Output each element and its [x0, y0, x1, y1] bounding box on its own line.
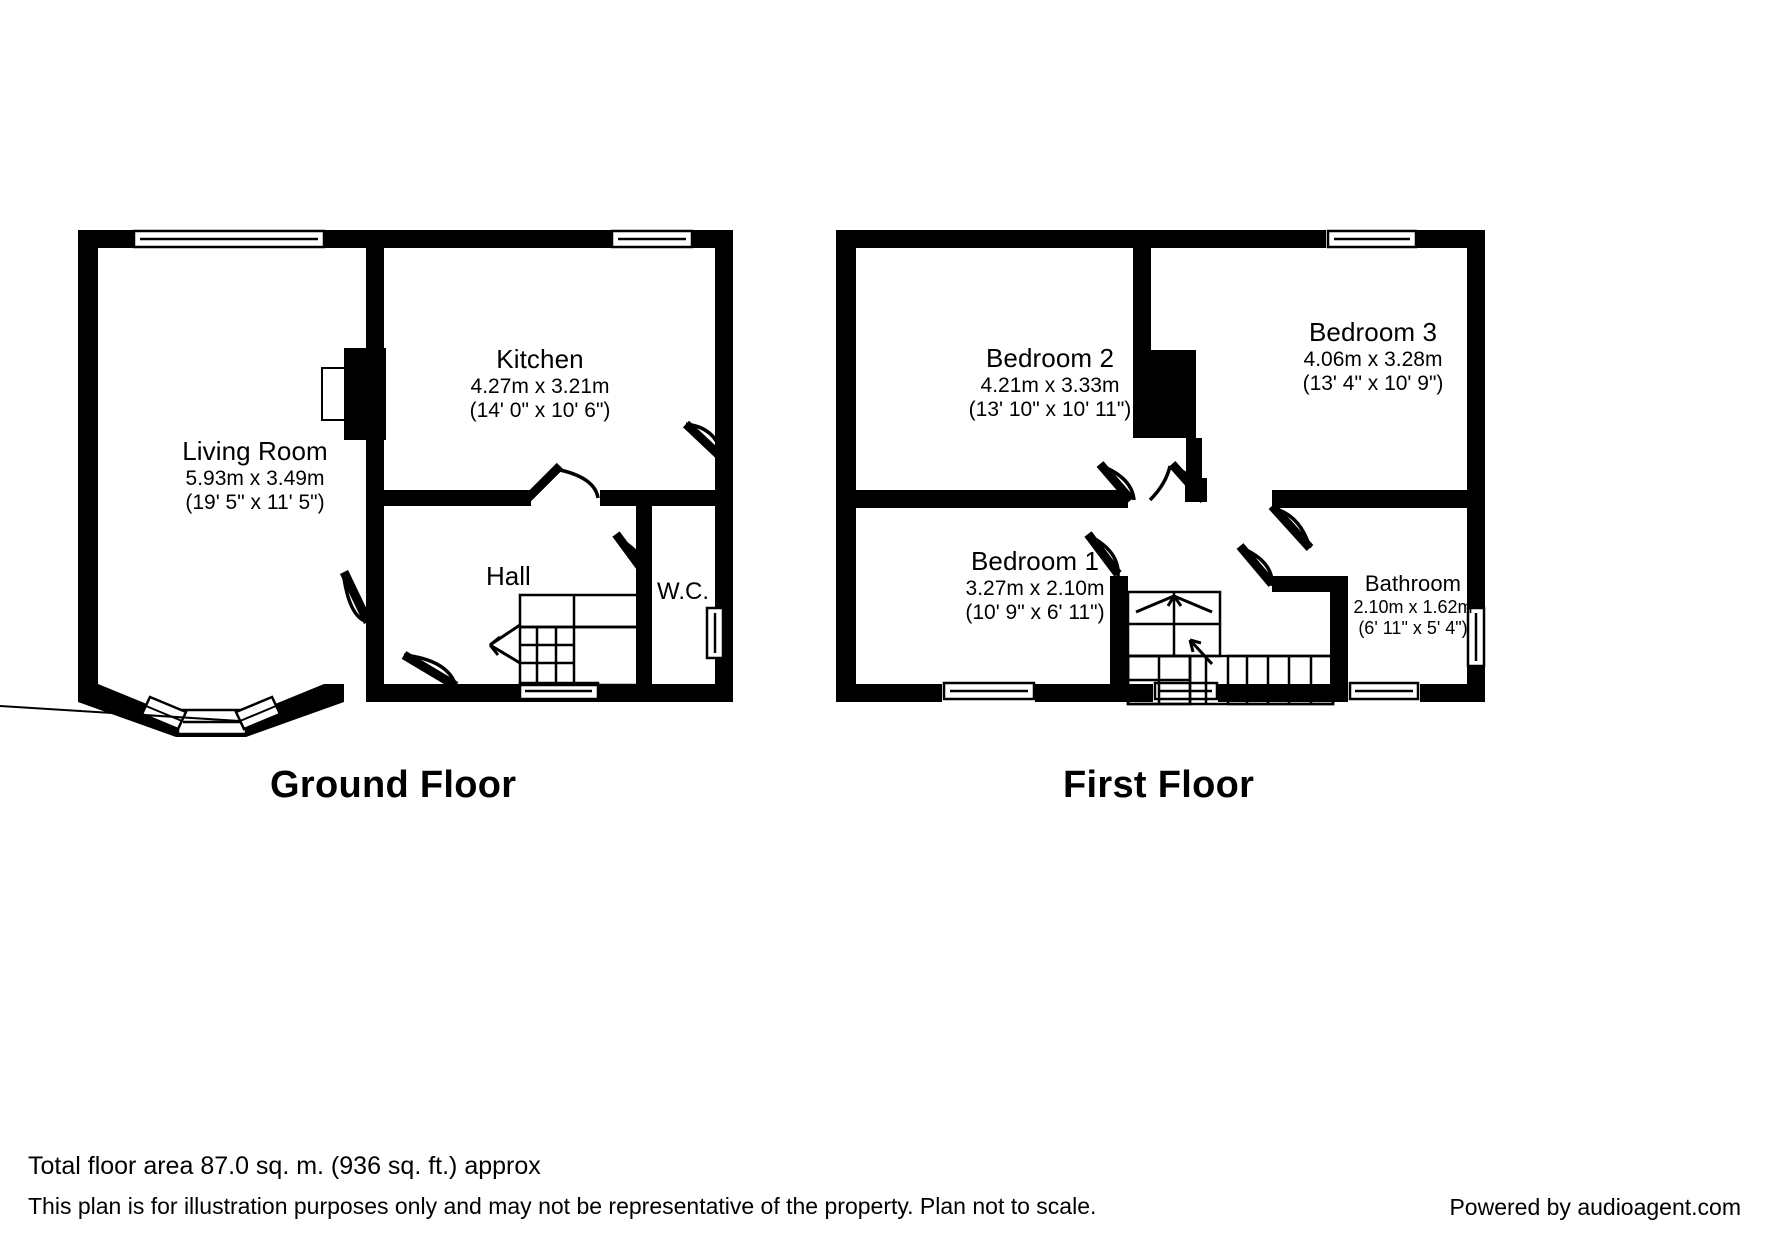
- first-floor-windows: [942, 229, 1486, 701]
- window-living-room-top: [132, 229, 326, 249]
- ground-floor-windows: [0, 229, 725, 736]
- bathroom-name: Bathroom: [1364, 571, 1462, 596]
- ground-floor-stairs: [488, 593, 640, 687]
- window-bay-left: [140, 695, 188, 731]
- bedroom-1-dim-metric: 3.27m x 2.10m: [965, 576, 1105, 600]
- bedroom-2-name: Bedroom 2: [985, 343, 1115, 373]
- room-label-bedroom-3: Bedroom 3 4.06m x 3.28m (13' 4" x 10' 9"…: [1243, 317, 1503, 397]
- powered-by-credit: Powered by audioagent.com: [1449, 1194, 1741, 1220]
- bedroom-3-name: Bedroom 3: [1308, 317, 1438, 347]
- door-landing-bathroom-access: [1268, 502, 1314, 552]
- room-label-living-room: Living Room 5.93m x 3.49m (19' 5" x 11' …: [110, 436, 400, 516]
- first-floor-title: First Floor: [1063, 764, 1255, 806]
- door-front-entrance: [401, 651, 459, 690]
- room-label-kitchen: Kitchen 4.27m x 3.21m (14' 0" x 10' 6"): [400, 344, 680, 424]
- kitchen-dim-imperial: (14' 0" x 10' 6"): [469, 399, 611, 423]
- bathroom-dim-metric: 2.10m x 1.62m: [1353, 596, 1473, 617]
- first-floor-stairs: [1126, 590, 1335, 706]
- bedroom-3-dim-imperial: (13' 4" x 10' 9"): [1302, 372, 1444, 396]
- room-label-wc: W.C.: [657, 578, 709, 605]
- bedroom-1-name: Bedroom 1: [970, 546, 1100, 576]
- window-wc-right: [705, 606, 725, 660]
- window-bedroom1-bottom-left: [942, 681, 1036, 701]
- bedroom-2-dim-imperial: (13' 10" x 10' 11"): [968, 398, 1132, 422]
- door-kitchen-back: [682, 420, 726, 462]
- window-hall-bottom: [518, 681, 600, 701]
- living-room-dim-imperial: (19' 5" x 11' 5"): [185, 491, 325, 515]
- window-bathroom-bottom: [1348, 681, 1420, 701]
- kitchen-dim-metric: 4.27m x 3.21m: [470, 374, 610, 398]
- ground-floor-title: Ground Floor: [270, 764, 517, 806]
- kitchen-name: Kitchen: [496, 344, 584, 374]
- door-bathroom: [1236, 543, 1276, 587]
- room-label-hall: Hall: [486, 561, 531, 591]
- first-floor-walls: [836, 230, 1485, 702]
- bedroom-2-dim-metric: 4.21m x 3.33m: [980, 373, 1120, 397]
- window-landing-bottom: [1153, 681, 1219, 701]
- door-bedroom-2: [1096, 461, 1136, 503]
- window-bathroom-right: [1466, 606, 1486, 668]
- door-bedroom-1: [1084, 531, 1122, 577]
- living-room-name: Living Room: [182, 436, 328, 466]
- bathroom-dim-imperial: (6' 11" x 5' 4"): [1358, 618, 1468, 639]
- bedroom-1-dim-imperial: (10' 9" x 6' 11"): [965, 601, 1105, 625]
- door-kitchen-hall: [524, 462, 600, 502]
- door-living-room-hall: [339, 570, 373, 624]
- ground-floor-doors: [339, 420, 726, 690]
- room-label-bedroom-2: Bedroom 2 4.21m x 3.33m (13' 10" x 10' 1…: [905, 343, 1195, 423]
- plan-disclaimer: This plan is for illustration purposes o…: [28, 1193, 1097, 1219]
- window-kitchen-top: [610, 229, 694, 249]
- first-floor-doors: [1084, 461, 1314, 587]
- room-label-bedroom-1: Bedroom 1 3.27m x 2.10m (10' 9" x 6' 11"…: [905, 546, 1165, 626]
- total-floor-area: Total floor area 87.0 sq. m. (936 sq. ft…: [28, 1152, 541, 1180]
- living-room-dim-metric: 5.93m x 3.49m: [185, 466, 325, 490]
- door-bedroom-3: [1148, 461, 1208, 503]
- bedroom-3-dim-metric: 4.06m x 3.28m: [1303, 347, 1443, 371]
- room-label-bathroom: Bathroom 2.10m x 1.62m (6' 11" x 5' 4"): [1338, 571, 1488, 639]
- window-bedroom3-top: [1326, 229, 1418, 249]
- door-wc: [612, 531, 648, 575]
- window-bay-right: [0, 695, 282, 731]
